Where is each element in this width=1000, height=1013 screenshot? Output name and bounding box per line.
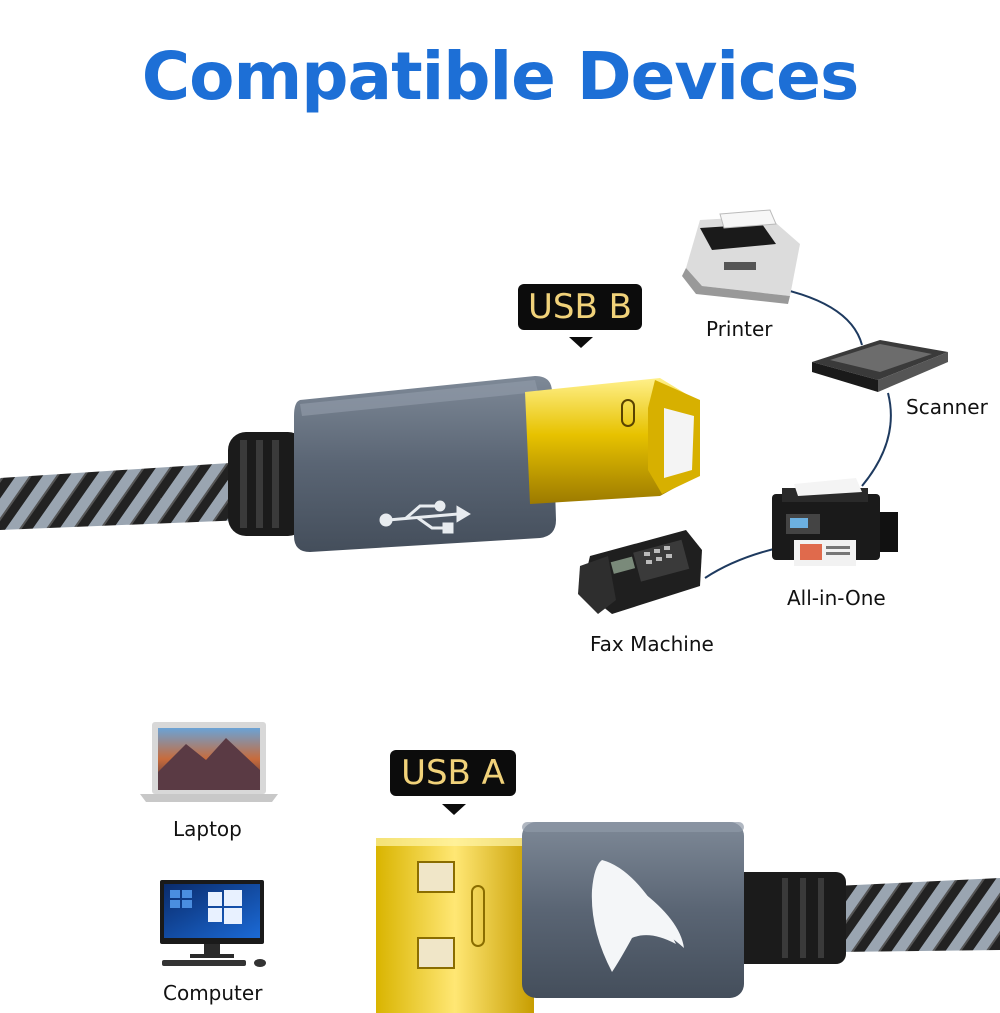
all-in-one-icon <box>772 478 898 566</box>
connector-line <box>861 392 892 487</box>
strain-relief <box>228 432 306 536</box>
braided-cable <box>0 462 245 530</box>
scanner-icon <box>812 340 948 392</box>
printer-label: Printer <box>706 317 773 341</box>
page-title: Compatible Devices <box>141 38 859 115</box>
usb-a-label: USB A <box>401 753 505 793</box>
fax-machine-icon <box>578 530 702 614</box>
usb-trident-icon <box>379 500 471 534</box>
usb-b-cable <box>0 376 700 552</box>
all-in-one-label: All-in-One <box>787 586 886 610</box>
strain-relief <box>732 872 846 964</box>
scanner-label: Scanner <box>906 395 988 419</box>
usb-b-tag-shape <box>518 284 642 348</box>
computer-label: Computer <box>163 981 263 1005</box>
laptop-icon <box>140 722 278 802</box>
usb-b-housing <box>294 376 556 552</box>
usb-b-port-insert <box>664 408 694 478</box>
usb-a-gold-plug <box>376 838 534 1013</box>
laptop-label: Laptop <box>173 817 242 841</box>
usb-a-tag-shape <box>390 750 516 815</box>
usb-a-contact-hole <box>417 937 455 969</box>
braided-cable <box>835 878 1000 952</box>
fax-machine-label: Fax Machine <box>590 632 714 656</box>
usb-a-contact-hole <box>417 861 455 893</box>
printer-icon <box>682 209 800 304</box>
usb-b-label: USB B <box>528 287 632 327</box>
brand-logo-icon <box>591 860 684 972</box>
usb-a-cable <box>376 822 1000 1013</box>
computer-icon <box>160 880 266 967</box>
